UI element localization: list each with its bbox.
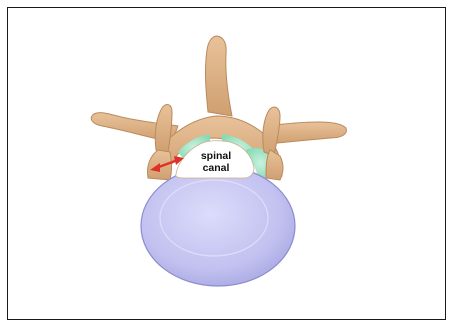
vertebral-body-disc	[141, 166, 295, 286]
right-pedicle	[266, 150, 283, 180]
spinal-canal-label-line2: canal	[203, 162, 230, 174]
spinous-process	[205, 36, 232, 116]
left-articular-process	[155, 105, 172, 152]
spinal-canal-label-line1: spinal	[201, 150, 231, 162]
right-articular-process	[263, 107, 280, 156]
